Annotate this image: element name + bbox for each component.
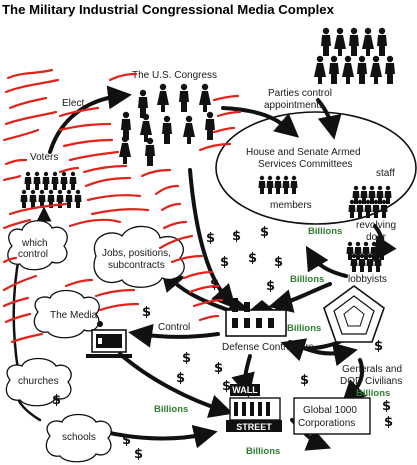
dollar-icon: $ [266,279,275,294]
congress-to-contractors-arrow [188,168,237,309]
schools-cloud [45,413,112,463]
generals-to-global-arrow [341,358,367,405]
lobbyists-to-contractors-arrow [268,282,332,313]
dollar-icon: $ [232,229,241,244]
dollar-icon: $ [300,373,309,388]
billions-label: Billions [246,446,280,457]
dollar-icon: $ [122,433,131,448]
generals-label-line1: Generals and [342,364,402,375]
parties-label-line2: appointments [264,100,324,111]
dollar-signs: $ $ $ $ $ $ $ $ $ $ $ $ $ $ $ $ $ $ $ $ [52,225,393,462]
members-label: members [270,200,312,211]
contractors-to-wallstreet-arrow [231,354,255,398]
dollar-icon: $ [134,447,143,462]
lobbyists-people-icon [346,241,386,272]
members-people-icon [258,175,298,194]
parties-arrow [316,98,342,140]
dollar-icon: $ [384,415,393,430]
dollar-icon: $ [222,379,231,394]
churches-label: churches [18,376,59,387]
congress-label: The U.S. Congress [132,70,217,81]
staff-people-icon [348,185,392,218]
elect-label: Elect [62,98,84,109]
page-title: The Military Industrial Congressional Me… [2,2,335,17]
dollar-icon: $ [142,305,151,320]
billions-label: Billions [356,388,390,399]
which-label-line2: control [18,249,48,260]
billions-label: Billions [308,226,342,237]
dollar-icon: $ [382,399,391,414]
dollar-icon: $ [248,251,257,266]
factory-icon [225,298,287,337]
global-label-line2: Corporations [298,418,355,429]
dollar-icon: $ [52,393,61,408]
dollar-icon: $ [220,255,229,270]
jobs-cloud [93,225,185,288]
wall-street-sign: WALL STREET [226,384,282,432]
dollar-icon: $ [214,361,223,376]
wall-label: WALL [232,385,258,395]
billions-label: Billions [290,274,324,285]
pentagon-icon [323,285,385,343]
jobs-label-line1: Jobs, positions, [102,248,171,259]
which-label-line1: which [21,238,48,249]
committee-label-line2: Services Committees [258,159,352,170]
parties-people-icon [314,27,395,84]
revolving-label-line1: revolving [356,220,396,231]
lobbyists-label: lobbyists [348,274,387,285]
dollar-icon: $ [210,277,219,292]
congress-people-icon [119,83,215,166]
billions-label: Billions [154,404,188,415]
voters-people-icon [20,171,82,208]
parties-label-line1: Parties control [268,88,332,99]
defense-label: Defense Contractors [222,342,314,353]
media-to-wallstreet-arrow [118,352,234,418]
dollar-icon: $ [182,351,191,366]
generals-label-line2: DOD Civilians [340,376,402,387]
control-label: Control [158,322,190,333]
red-scribble-overlay [2,68,242,344]
media-label: The Media [50,310,98,321]
dollar-icon: $ [374,339,383,354]
committee-label-line1: House and Senate Armed [246,147,361,158]
street-label: STREET [236,422,272,432]
dollar-icon: $ [206,231,215,246]
voters-label: Voters [30,152,58,163]
which-control-cloud [7,220,68,271]
elect-arrow [48,85,132,154]
contractors-to-media-arrow [128,323,220,348]
dollar-icon: $ [260,225,269,240]
revolving-label-line2: door [366,232,387,243]
billions-label: Billions [287,323,321,334]
congress-to-committee-arrow [221,106,300,138]
lobbyists-to-committee-arrow [305,245,348,278]
staff-label: staff [376,168,395,179]
churches-cloud [5,357,72,407]
media-computer-icon [86,321,132,358]
churches-to-voters-arrow [11,244,26,372]
committee-ellipse [215,111,417,225]
media-cloud [33,289,100,339]
global-box [293,397,371,435]
jobs-label-line2: subcontracts [108,260,165,271]
dollar-icon: $ [176,371,185,386]
dollar-icon: $ [274,255,283,270]
global-label-line1: Global 1000 [303,405,357,416]
staff-to-revolving-arrow [373,224,397,262]
schools-label: schools [62,432,96,443]
